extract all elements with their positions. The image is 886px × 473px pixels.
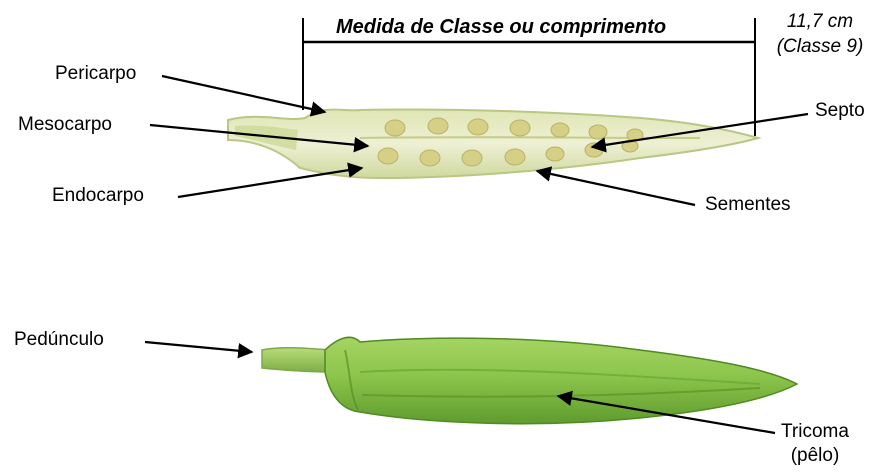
label-pedunculo: Pedúnculo — [14, 330, 104, 351]
arrow-endocarpo — [178, 168, 362, 197]
measure-class: (Classe 9) — [770, 37, 870, 58]
okra-pod — [262, 337, 797, 423]
label-septo: Septo — [815, 101, 865, 122]
arrow-pedunculo — [145, 342, 252, 352]
arrow-sementes — [537, 171, 695, 205]
label-pericarpo: Pericarpo — [55, 64, 136, 85]
arrow-pericarpo — [162, 76, 325, 112]
measure-title: Medida de Classe ou comprimento — [336, 16, 666, 38]
label-endocarpo: Endocarpo — [52, 186, 144, 207]
label-tricoma: Tricoma — [770, 422, 860, 443]
label-mesocarpo: Mesocarpo — [18, 115, 112, 136]
okra-longitudinal-section — [228, 109, 758, 178]
label-tricoma-note: (pêlo) — [770, 446, 860, 467]
measure-value: 11,7 cm — [770, 12, 870, 33]
label-sementes: Sementes — [705, 195, 791, 216]
